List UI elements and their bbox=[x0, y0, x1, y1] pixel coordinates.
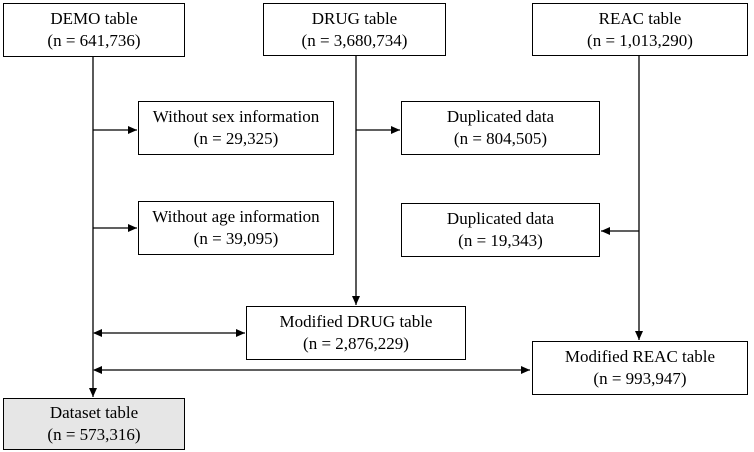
reac-duplicated-box: Duplicated data (n = 19,343) bbox=[401, 203, 600, 257]
drug-duplicated-box: Duplicated data (n = 804,505) bbox=[401, 101, 600, 155]
modified-drug-title: Modified DRUG table bbox=[279, 312, 433, 331]
demo-table-title: DEMO table bbox=[50, 9, 138, 28]
drug-table-count: (n = 3,680,734) bbox=[301, 30, 408, 50]
drug-duplicated-title: Duplicated data bbox=[446, 107, 555, 126]
modified-drug-count: (n = 2,876,229) bbox=[303, 334, 409, 353]
dataset-table-title: Dataset table bbox=[49, 403, 139, 422]
drug-duplicated-count: (n = 804,505) bbox=[453, 129, 548, 148]
dataset-table-count: (n = 573,316) bbox=[47, 425, 141, 444]
reac-table-count: (n = 1,013,290) bbox=[587, 30, 693, 50]
reac-duplicated-count: (n = 19,343) bbox=[458, 231, 543, 250]
without-age-count: (n = 39,095) bbox=[193, 229, 279, 248]
modified-drug-box: Modified DRUG table (n = 2,876,229) bbox=[246, 306, 466, 360]
drug-table-box: DRUG table (n = 3,680,734) bbox=[263, 3, 446, 56]
modified-reac-count: (n = 993,947) bbox=[593, 369, 687, 388]
reac-table-title: REAC table bbox=[598, 8, 682, 28]
without-age-box: Without age information (n = 39,095) bbox=[138, 201, 334, 255]
drug-table-title: DRUG table bbox=[311, 8, 398, 28]
modified-reac-box: Modified REAC table (n = 993,947) bbox=[532, 341, 748, 395]
reac-table-box: REAC table (n = 1,013,290) bbox=[532, 3, 748, 56]
without-sex-title: Without sex information bbox=[152, 107, 320, 126]
demo-table-count: (n = 641,736) bbox=[47, 31, 141, 50]
reac-duplicated-title: Duplicated data bbox=[446, 209, 555, 228]
demo-table-box: DEMO table (n = 641,736) bbox=[3, 3, 185, 57]
without-age-title: Without age information bbox=[152, 207, 320, 226]
dataset-table-box: Dataset table (n = 573,316) bbox=[3, 398, 185, 450]
without-sex-count: (n = 29,325) bbox=[193, 129, 279, 148]
modified-reac-title: Modified REAC table bbox=[564, 347, 716, 366]
without-sex-box: Without sex information (n = 29,325) bbox=[138, 101, 334, 155]
